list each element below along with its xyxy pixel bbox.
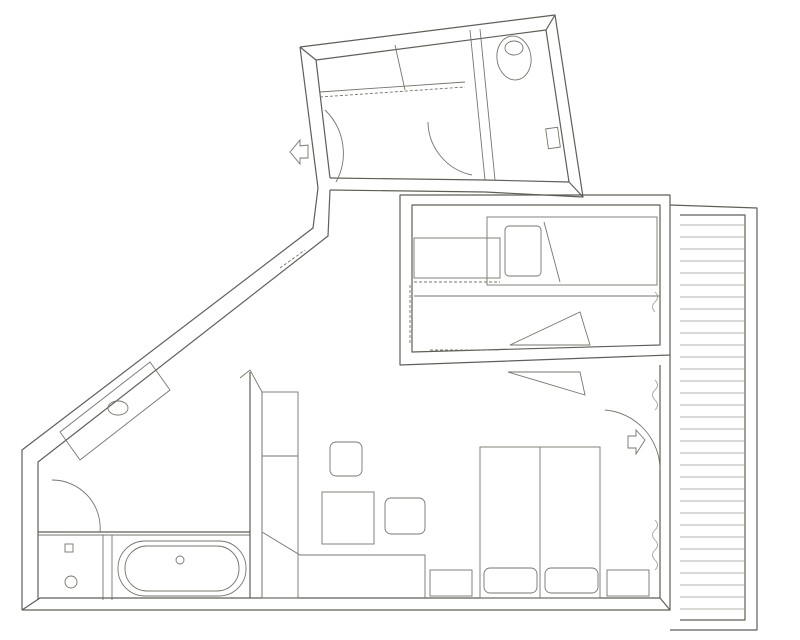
pillow [544, 567, 599, 594]
entrance-arrow-icon [627, 428, 646, 456]
sink-icon [545, 126, 561, 150]
door-swing [324, 109, 344, 183]
pillow [483, 567, 538, 594]
folding-door [507, 371, 586, 396]
toilet-icon [496, 35, 532, 81]
entrance-arrow-icon [289, 138, 309, 166]
curtain [652, 291, 658, 313]
corridor [21, 187, 331, 610]
bed [486, 216, 658, 286]
toilet-icon [64, 575, 78, 589]
curtain [652, 519, 658, 571]
bathtub [117, 540, 247, 597]
side-room [399, 194, 671, 396]
folding-door [509, 311, 591, 346]
sofa [413, 237, 501, 279]
table [321, 491, 375, 545]
bathroom [38, 479, 250, 600]
cabinet [261, 391, 299, 457]
bench [261, 455, 299, 599]
living-area [239, 291, 661, 599]
vanity-counter [59, 361, 171, 461]
nightstand [429, 569, 473, 597]
chair [329, 441, 363, 477]
balcony [669, 204, 758, 631]
pillow [504, 225, 542, 277]
curtain [652, 379, 658, 411]
washbasin-icon [107, 400, 129, 416]
door-swing [427, 121, 473, 176]
nightstand [606, 569, 650, 597]
door-swing [604, 409, 661, 471]
shower-door [51, 479, 101, 533]
main-room [21, 355, 671, 611]
drain-icon [64, 543, 74, 553]
upper-room [289, 14, 584, 198]
chair [384, 497, 426, 535]
tap-icon [175, 555, 185, 565]
